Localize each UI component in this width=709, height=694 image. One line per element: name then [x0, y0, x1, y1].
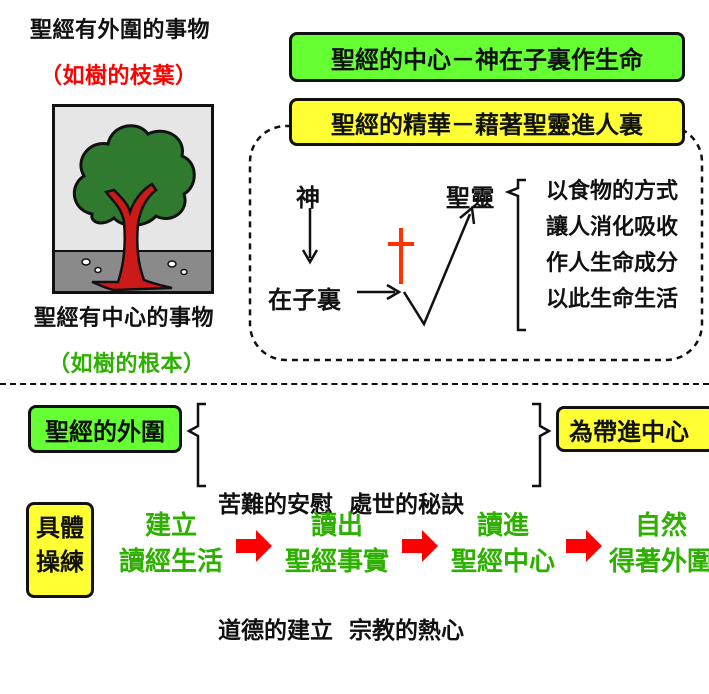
god-label: 神 — [296, 184, 321, 212]
cross-icon — [386, 226, 416, 286]
outer-things-title: 聖經有外圍的事物 — [30, 18, 211, 43]
step-line2: 讀經生活 — [118, 547, 223, 577]
way-item: 以食物的方式 — [546, 179, 679, 204]
step-line1: 讀進 — [476, 511, 529, 541]
bible-outer-box: 聖經的外圍 — [28, 405, 182, 453]
red-arrow-icon — [400, 528, 440, 564]
outer-things-note: （如樹的枝葉） — [40, 64, 198, 89]
practice-label-line2: 操練 — [36, 548, 84, 576]
outer-items-row2: 道德的建立 宗教的熱心 — [218, 618, 465, 644]
spirit-label: 聖靈 — [446, 184, 495, 212]
step-line2: 聖經中心 — [450, 547, 555, 577]
right-arrow-icon — [355, 278, 405, 302]
step-line1: 讀出 — [310, 511, 363, 541]
red-arrow-icon — [234, 528, 274, 564]
outer-left-brace — [186, 400, 210, 490]
way-item: 作人生命成分 — [546, 251, 679, 276]
bible-center-box: 聖經的中心－神在子裏作生命 — [289, 32, 685, 82]
step-build-reading-life: 建立 讀經生活 — [112, 508, 230, 580]
step-line1: 自然 — [634, 511, 687, 541]
ways-brace — [504, 176, 534, 334]
outer-right-brace — [528, 400, 552, 490]
bring-to-center-box: 為帶進中心 — [556, 406, 709, 452]
way-item: 以此生命生活 — [546, 287, 679, 312]
bible-essence-box: 聖經的精華－藉著聖靈進人裏 — [289, 98, 685, 146]
center-things-note: （如樹的根本） — [48, 352, 206, 377]
in-son-label: 在子裏 — [268, 286, 342, 314]
step-line2: 聖經事實 — [284, 547, 389, 577]
step-read-into-center: 讀進 聖經中心 — [444, 508, 562, 580]
center-things-title: 聖經有中心的事物 — [34, 306, 215, 331]
down-arrow-icon — [300, 206, 320, 266]
step-line1: 建立 — [144, 511, 197, 541]
practice-label-box: 具體 操練 — [26, 502, 94, 598]
death-resurrection-path — [400, 200, 480, 330]
red-arrow-icon — [564, 528, 604, 564]
ways-list: 以食物的方式 讓人消化吸收 作人生命成分 以此生命生活 — [546, 174, 678, 318]
tree-illustration — [52, 104, 214, 294]
way-item: 讓人消化吸收 — [546, 215, 679, 240]
practice-label-line1: 具體 — [36, 514, 84, 542]
step-gain-outer: 自然 得著外圍 — [602, 508, 709, 580]
step-line2: 得著外圍 — [608, 547, 709, 577]
outer-items-row1: 苦難的安慰 處世的秘訣 — [218, 492, 465, 518]
step-read-facts: 讀出 聖經事實 — [278, 508, 396, 580]
section-divider — [0, 383, 709, 385]
